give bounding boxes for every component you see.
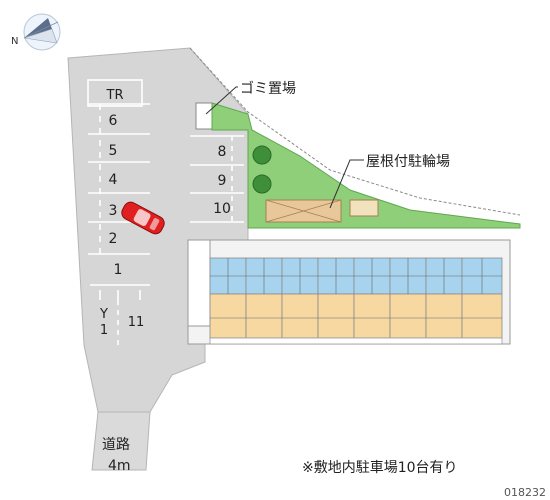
tree-icon (252, 145, 272, 194)
bicycle-leader-line (329, 159, 364, 209)
road-label: 道路 (102, 437, 130, 453)
lawn-area (211, 102, 521, 229)
parking-space-y-label: Y (99, 307, 108, 322)
parking-note: ※敷地内駐車場10台有り (302, 459, 458, 476)
tr-space-label: TR (106, 88, 124, 103)
parking-space-8: 8 (218, 144, 227, 160)
parking-space-10: 10 (213, 201, 231, 217)
apartment-building (187, 239, 511, 345)
road-width-label: 4m (108, 458, 131, 474)
tr-space-box (87, 79, 143, 107)
parking-space-6: 6 (109, 113, 118, 129)
compass-rose-icon (23, 13, 61, 51)
parking-lines-right (190, 135, 244, 223)
bicycle-shed (265, 199, 379, 223)
car-icon (121, 201, 165, 235)
bicycle-shed-label: 屋根付駐輪場 (366, 153, 450, 170)
parking-space-9: 9 (218, 173, 227, 189)
building-units (209, 257, 503, 339)
building-interior-lines (210, 258, 502, 319)
parking-lines-left (88, 103, 150, 286)
parking-space-2: 2 (109, 231, 118, 247)
parking-space-4: 4 (109, 172, 118, 188)
compass-north-label: N (11, 36, 18, 47)
parking-space-y-num: 1 (100, 323, 108, 338)
property-boundary (189, 47, 521, 216)
building-stair (187, 239, 211, 327)
parking-space-11: 11 (128, 315, 145, 330)
parking-space-5: 5 (109, 143, 118, 159)
garbage-station-box (195, 102, 213, 130)
building-balcony-strip (209, 337, 503, 345)
parking-space-3: 3 (109, 203, 118, 219)
parking-lines-bottom (99, 290, 141, 345)
bicycle-rack (349, 199, 379, 217)
property-id: 018232 (504, 486, 546, 499)
compass: N (11, 13, 61, 51)
garbage-station-label: ゴミ置場 (240, 80, 296, 97)
tr-space: TR (87, 79, 143, 107)
parking-space-1: 1 (114, 262, 123, 278)
access-road (91, 411, 151, 471)
garbage-station (195, 102, 213, 130)
garbage-leader-line (205, 86, 238, 115)
